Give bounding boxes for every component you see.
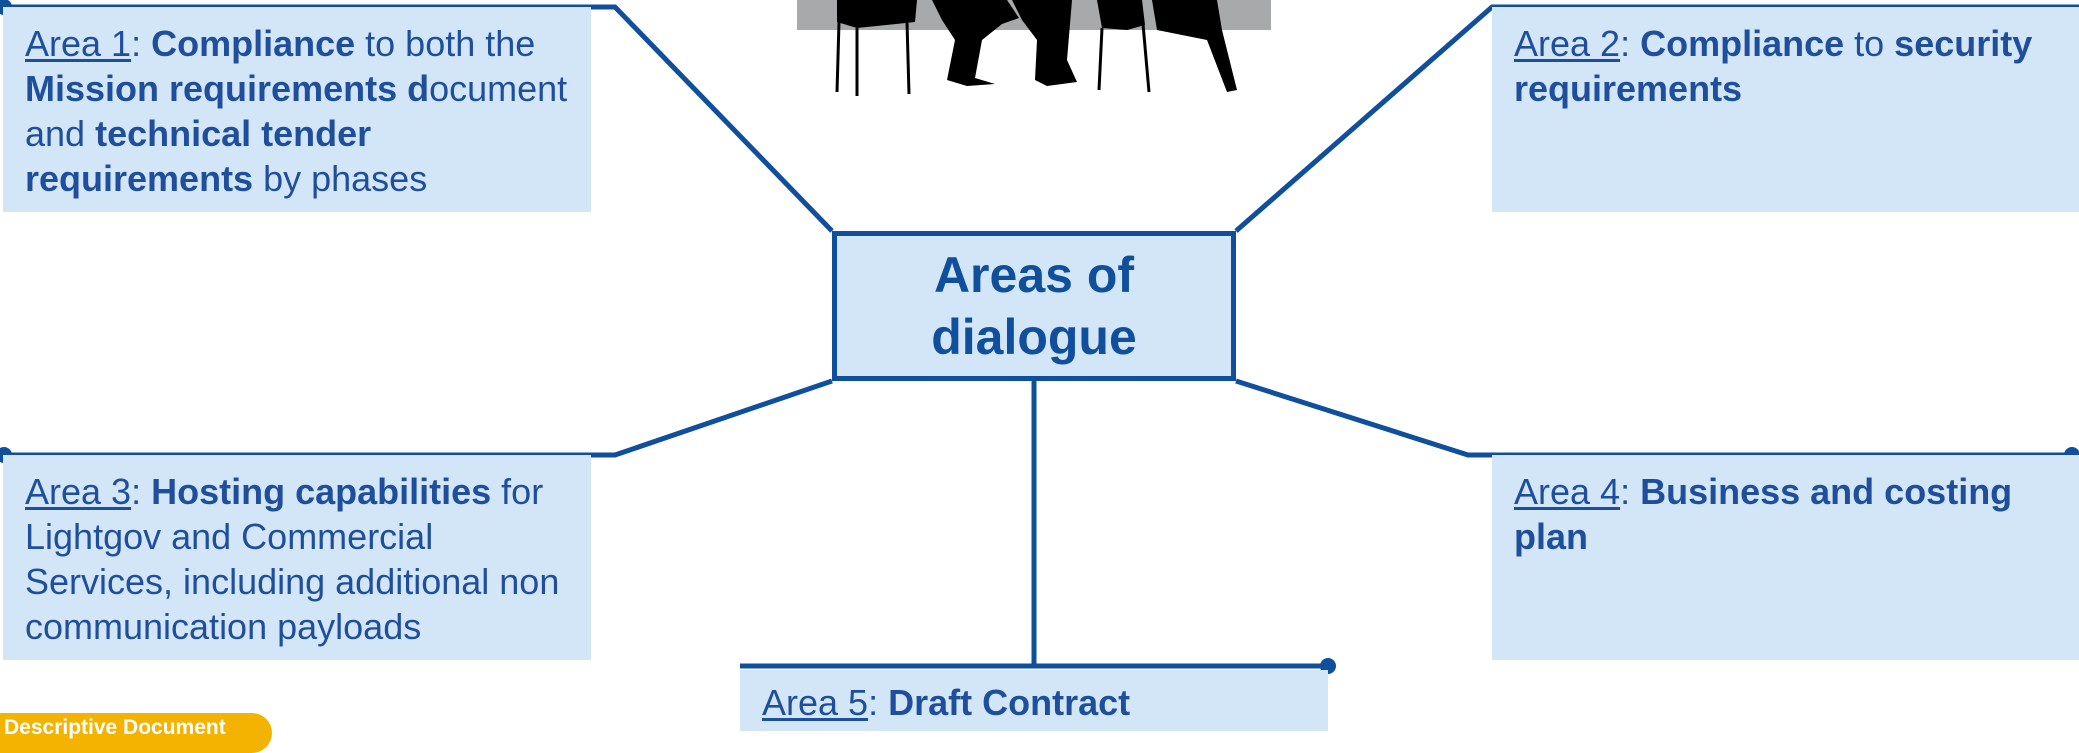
area-3-box: Area 3: Hosting capabilities for Lightgo… bbox=[3, 455, 591, 660]
area-2-box: Area 2: Compliance to security requireme… bbox=[1492, 7, 2079, 212]
connector-area-3 bbox=[3, 378, 833, 458]
area-3-text-1: Hosting capabilities bbox=[151, 471, 492, 512]
area-2-text-1: Compliance bbox=[1640, 23, 1845, 64]
area-2-text-2: to bbox=[1844, 23, 1895, 64]
area-4-text-1: Business and costing plan bbox=[1514, 471, 2013, 557]
area-5-label: Area 5 bbox=[762, 682, 869, 723]
area-4-text-0: : bbox=[1620, 471, 1641, 512]
area-4-label: Area 4 bbox=[1514, 471, 1621, 512]
area-1-text-2: to both the bbox=[355, 23, 536, 64]
area-3-label: Area 3 bbox=[25, 471, 132, 512]
central-topic-line-2: dialogue bbox=[931, 309, 1137, 365]
area-1-text-6: by phases bbox=[253, 158, 428, 199]
area-1-text-0: : bbox=[131, 23, 152, 64]
area-5-text-0: : bbox=[868, 682, 889, 723]
area-1-box: Area 1: Compliance to both the Mission r… bbox=[3, 7, 591, 212]
area-1-text-5: technical tender requirements bbox=[25, 113, 372, 199]
document-type-badge: Descriptive Document bbox=[0, 713, 272, 753]
area-5-text-1: Draft Contract bbox=[888, 682, 1131, 723]
area-1-text-4: ocument and bbox=[25, 68, 568, 154]
area-1-text-1: Compliance bbox=[151, 23, 356, 64]
connector-area-4 bbox=[1235, 378, 2079, 458]
area-1-label: Area 1 bbox=[25, 23, 132, 64]
central-topic-title: Areas of dialogue bbox=[931, 244, 1137, 368]
area-3-text-2: for Lightgov and Commercial Services, in… bbox=[25, 471, 560, 647]
area-2-text-3: security requirements bbox=[1514, 23, 2033, 109]
area-3-text-0: : bbox=[131, 471, 152, 512]
central-topic-box: Areas of dialogue bbox=[832, 231, 1236, 381]
connector-area-5 bbox=[740, 381, 1328, 669]
area-4-box: Area 4: Business and costing plan bbox=[1492, 455, 2079, 660]
meeting-silhouette-icon bbox=[835, 0, 1237, 96]
area-2-label: Area 2 bbox=[1514, 23, 1621, 64]
central-topic-line-1: Areas of bbox=[933, 247, 1135, 303]
area-1-text-3: Mission requirements d bbox=[25, 68, 430, 109]
area-5-box: Area 5: Draft Contract bbox=[740, 670, 1328, 731]
area-2-text-0: : bbox=[1620, 23, 1641, 64]
